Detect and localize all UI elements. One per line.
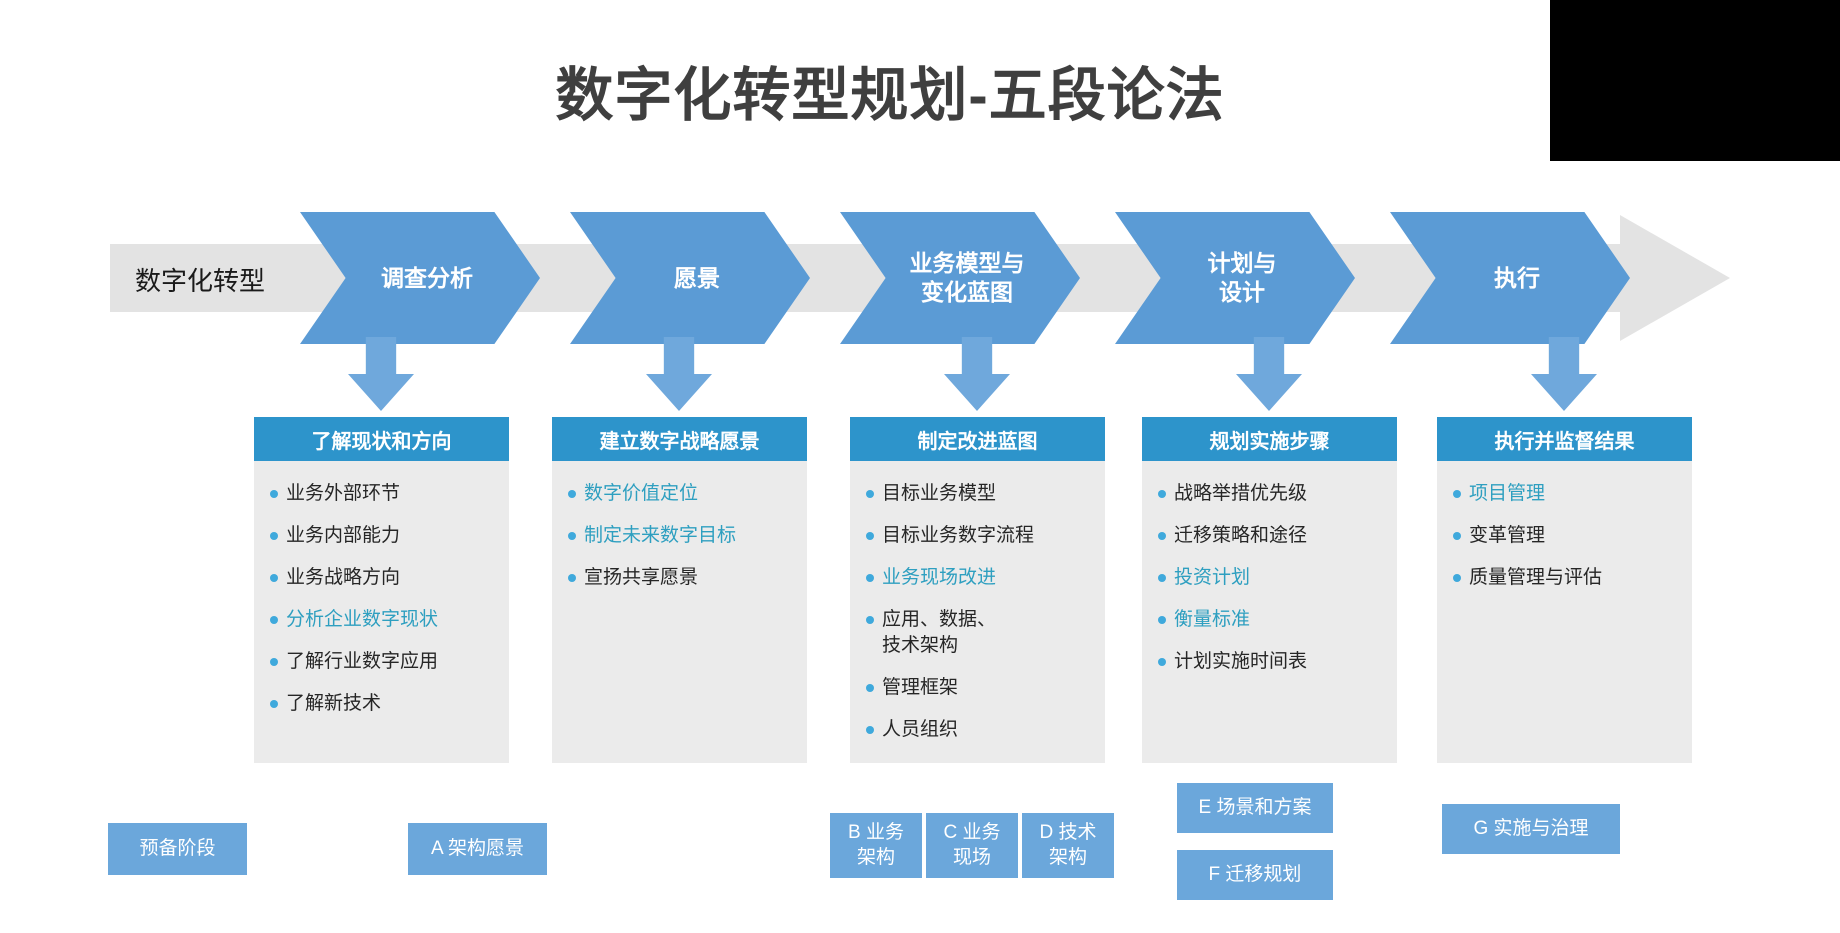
bullet-icon xyxy=(866,532,874,540)
bullet-icon xyxy=(866,574,874,582)
list-item: 业务现场改进 xyxy=(866,565,1097,591)
bullet-icon xyxy=(568,490,576,498)
list-item: 管理框架 xyxy=(866,675,1097,701)
list-item: 目标业务模型 xyxy=(866,481,1097,507)
card-item-list: 战略举措优先级 迁移策略和途径 投资计划 衡量标准 计划实施时间表 xyxy=(1142,461,1397,675)
footer-box-prep: 预备阶段 xyxy=(108,823,247,875)
bullet-icon xyxy=(568,532,576,540)
stage-chevron-3: 业务模型与 变化蓝图 xyxy=(840,212,1080,344)
list-item: 人员组织 xyxy=(866,717,1097,743)
bullet-icon xyxy=(270,658,278,666)
bullet-icon xyxy=(1158,574,1166,582)
card-header: 规划实施步骤 xyxy=(1142,417,1397,461)
bullet-icon xyxy=(1158,490,1166,498)
list-item: 应用、数据、 技术架构 xyxy=(866,607,1097,659)
list-item: 分析企业数字现状 xyxy=(270,607,501,633)
footer-box-f: F 迁移规划 xyxy=(1177,850,1333,900)
card-header: 建立数字战略愿景 xyxy=(552,417,807,461)
list-item: 制定未来数字目标 xyxy=(568,523,799,549)
down-arrow-icon xyxy=(1531,337,1597,411)
list-item: 数字价值定位 xyxy=(568,481,799,507)
stage-label: 调查分析 xyxy=(381,264,473,291)
down-arrow-icon xyxy=(944,337,1010,411)
list-item: 迁移策略和途径 xyxy=(1158,523,1389,549)
bullet-icon xyxy=(1158,616,1166,624)
card-item-list: 业务外部环节 业务内部能力 业务战略方向 分析企业数字现状 了解行业数字应用 了… xyxy=(254,461,509,717)
page-title: 数字化转型规划-五段论法 xyxy=(555,63,1225,128)
stage-card-3: 制定改进蓝图 目标业务模型 目标业务数字流程 业务现场改进 应用、数据、 技术架… xyxy=(850,417,1105,763)
footer-box-e: E 场景和方案 xyxy=(1177,783,1333,833)
footer-box-c: C 业务 现场 xyxy=(926,813,1018,878)
list-item: 变革管理 xyxy=(1453,523,1684,549)
card-header: 制定改进蓝图 xyxy=(850,417,1105,461)
down-arrow-icon xyxy=(348,337,414,411)
list-item: 业务战略方向 xyxy=(270,565,501,591)
bullet-icon xyxy=(270,490,278,498)
down-arrow-icon xyxy=(1236,337,1302,411)
bullet-icon xyxy=(1158,658,1166,666)
bullet-icon xyxy=(1453,574,1461,582)
down-arrow-icon xyxy=(646,337,712,411)
list-item: 业务外部环节 xyxy=(270,481,501,507)
list-item: 了解新技术 xyxy=(270,691,501,717)
list-item: 项目管理 xyxy=(1453,481,1684,507)
card-header: 执行并监督结果 xyxy=(1437,417,1692,461)
bullet-icon xyxy=(270,700,278,708)
bullet-icon xyxy=(568,574,576,582)
stage-card-2: 建立数字战略愿景 数字价值定位 制定未来数字目标 宣扬共享愿景 xyxy=(552,417,807,763)
list-item: 业务内部能力 xyxy=(270,523,501,549)
bullet-icon xyxy=(866,616,874,624)
stage-label: 业务模型与 变化蓝图 xyxy=(909,250,1025,305)
footer-box-d: D 技术 架构 xyxy=(1022,813,1114,878)
footer-box-a: A 架构愿景 xyxy=(408,823,547,875)
card-item-list: 目标业务模型 目标业务数字流程 业务现场改进 应用、数据、 技术架构 管理框架 … xyxy=(850,461,1105,743)
bullet-icon xyxy=(1453,532,1461,540)
process-label: 数字化转型 xyxy=(135,266,266,296)
footer-box-g: G 实施与治理 xyxy=(1442,804,1620,854)
card-item-list: 项目管理 变革管理 质量管理与评估 xyxy=(1437,461,1692,591)
list-item: 计划实施时间表 xyxy=(1158,649,1389,675)
bullet-icon xyxy=(866,726,874,734)
card-item-list: 数字价值定位 制定未来数字目标 宣扬共享愿景 xyxy=(552,461,807,591)
list-item: 了解行业数字应用 xyxy=(270,649,501,675)
stage-card-5: 执行并监督结果 项目管理 变革管理 质量管理与评估 xyxy=(1437,417,1692,763)
card-header: 了解现状和方向 xyxy=(254,417,509,461)
list-item: 衡量标准 xyxy=(1158,607,1389,633)
bullet-icon xyxy=(270,574,278,582)
list-item: 宣扬共享愿景 xyxy=(568,565,799,591)
stage-label: 愿景 xyxy=(674,264,720,291)
bullet-icon xyxy=(866,684,874,692)
stage-chevron-2: 愿景 xyxy=(570,212,810,344)
stage-label: 执行 xyxy=(1494,264,1540,291)
footer-box-b: B 业务 架构 xyxy=(830,813,922,878)
stage-card-1: 了解现状和方向 业务外部环节 业务内部能力 业务战略方向 分析企业数字现状 了解… xyxy=(254,417,509,763)
list-item: 质量管理与评估 xyxy=(1453,565,1684,591)
stage-label: 计划与 设计 xyxy=(1207,250,1277,305)
bullet-icon xyxy=(270,532,278,540)
stage-card-4: 规划实施步骤 战略举措优先级 迁移策略和途径 投资计划 衡量标准 计划实施时间表 xyxy=(1142,417,1397,763)
corner-block xyxy=(1550,0,1840,161)
bullet-icon xyxy=(866,490,874,498)
list-item: 投资计划 xyxy=(1158,565,1389,591)
bullet-icon xyxy=(1453,490,1461,498)
bullet-icon xyxy=(270,616,278,624)
list-item: 战略举措优先级 xyxy=(1158,481,1389,507)
list-item: 目标业务数字流程 xyxy=(866,523,1097,549)
bullet-icon xyxy=(1158,532,1166,540)
